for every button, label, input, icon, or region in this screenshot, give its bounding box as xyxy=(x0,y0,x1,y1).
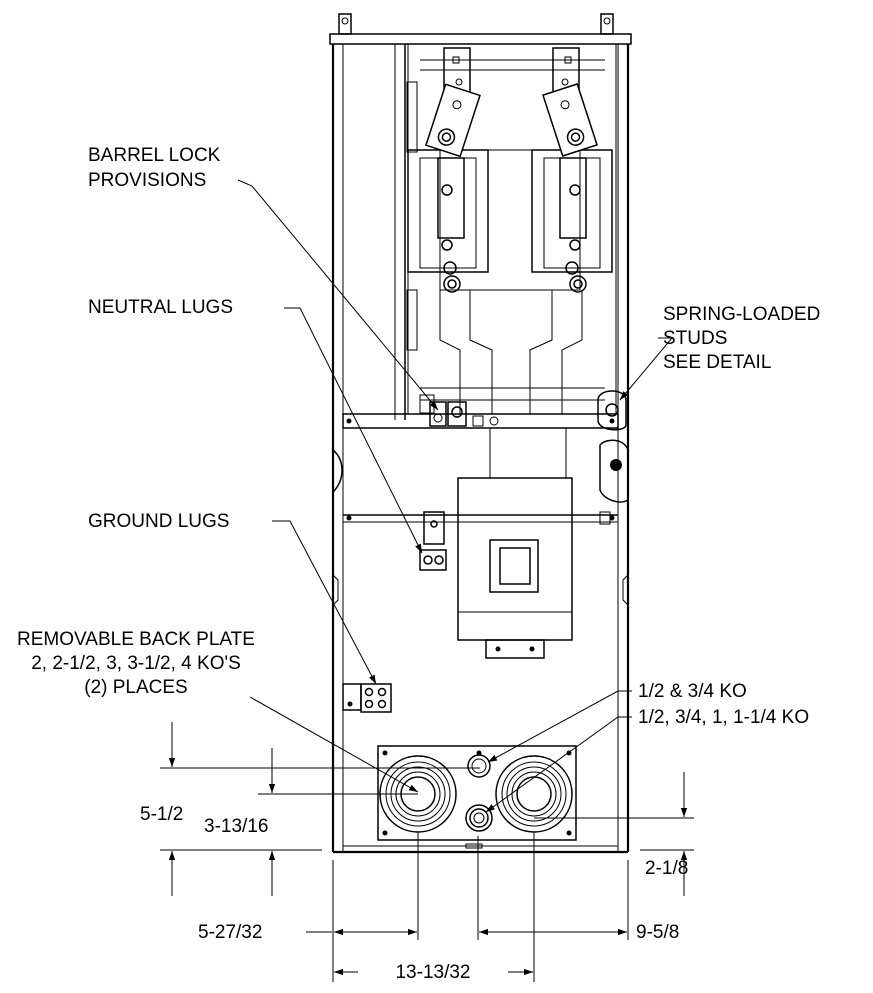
dim-center-spacing: 13-13/32 xyxy=(395,962,470,983)
callout-ko-large: 1/2, 3/4, 1, 1-1/4 KO xyxy=(638,707,809,728)
ground-lugs xyxy=(342,683,392,713)
callout-spring-studs-line2: STUDS xyxy=(663,328,727,349)
callout-spring-studs-line3: SEE DETAIL xyxy=(663,352,771,373)
barrel-lock xyxy=(429,401,447,427)
callout-ground-lugs: GROUND LUGS xyxy=(88,511,229,532)
main-breaker xyxy=(457,477,573,641)
knockout-small xyxy=(467,754,491,778)
lifting-tab-left xyxy=(338,13,352,35)
breaker-handle xyxy=(489,539,539,593)
knockout-large-right xyxy=(495,755,573,833)
removable-back-plate xyxy=(377,745,577,849)
callout-back-plate-line2: 2, 2-1/2, 3, 3-1/2, 4 KO'S xyxy=(31,653,241,674)
dimension-lines xyxy=(160,722,694,982)
dim-left-outer-height: 5-1/2 xyxy=(140,804,183,825)
dim-left-inner-height: 3-13/16 xyxy=(204,816,268,837)
callout-barrel-lock-line2: PROVISIONS xyxy=(88,170,206,191)
callout-leaders xyxy=(237,179,674,813)
callout-spring-studs-line1: SPRING-LOADED xyxy=(663,304,820,325)
callout-back-plate-line1: REMOVABLE BACK PLATE xyxy=(17,629,255,650)
knockout-medium xyxy=(465,804,493,832)
callout-barrel-lock-line1: BARREL LOCK xyxy=(88,145,221,166)
callout-ko-small: 1/2 & 3/4 KO xyxy=(638,681,747,702)
neutral-lugs xyxy=(419,511,447,571)
dim-left-width: 5-27/32 xyxy=(198,922,262,943)
lifting-tab-right xyxy=(600,13,614,35)
callout-neutral-lugs: NEUTRAL LUGS xyxy=(88,297,233,318)
dim-right-width: 9-5/8 xyxy=(636,922,679,943)
callout-back-plate-line3: (2) PLACES xyxy=(84,677,187,698)
breaker-section xyxy=(343,427,618,659)
spring-loaded-studs xyxy=(597,390,629,503)
dim-right-height: 2-1/8 xyxy=(645,858,688,879)
meter-socket-section xyxy=(407,43,617,415)
